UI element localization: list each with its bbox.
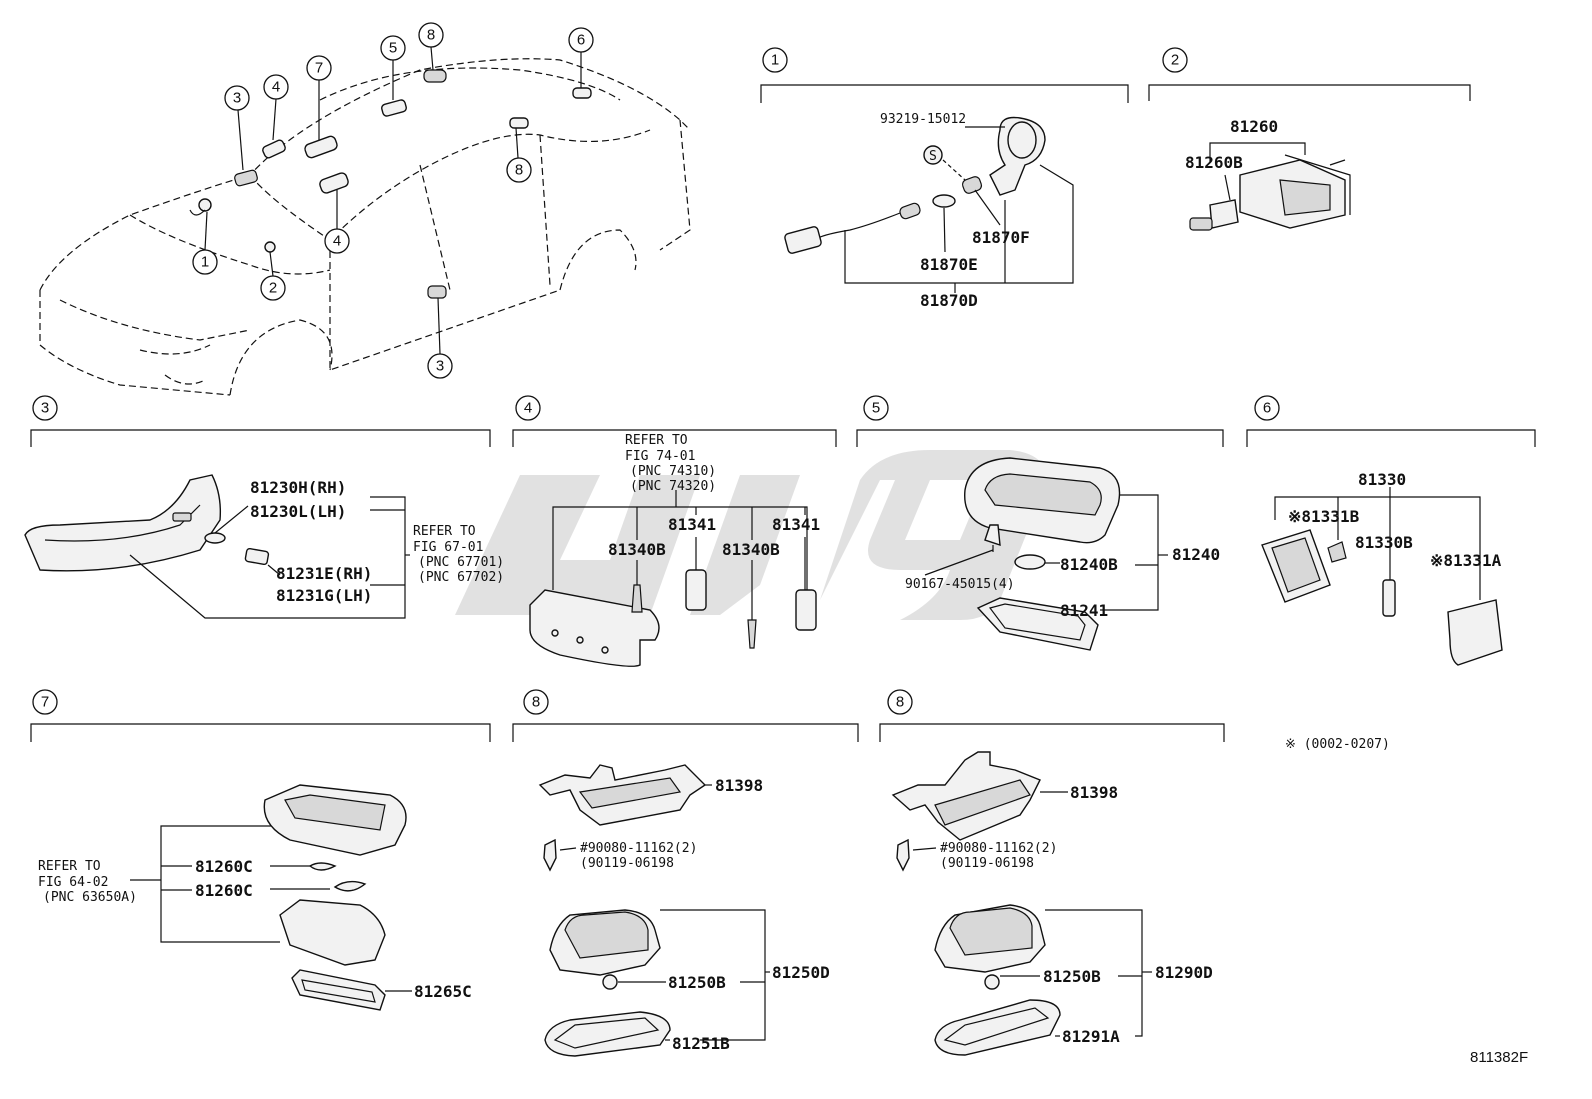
svg-text:81251B: 81251B: [672, 1034, 730, 1053]
figure-number: 811382F: [1470, 1049, 1528, 1066]
svg-text:81290D: 81290D: [1155, 963, 1213, 982]
svg-text:90167-45015(4): 90167-45015(4): [905, 577, 1015, 592]
car-callout-circles: 3 4 7 5 8 6 1 2 4 8 3: [192, 22, 594, 379]
svg-text:2: 2: [1171, 52, 1179, 69]
svg-text:5: 5: [872, 400, 880, 417]
svg-text:81870D: 81870D: [920, 291, 978, 310]
car-overview: 3 4 7 5 8 6 1 2 4 8 3: [39, 22, 691, 396]
svg-text:93219-15012: 93219-15012: [880, 112, 966, 127]
svg-text:81260C: 81260C: [195, 857, 253, 876]
svg-text:S: S: [929, 149, 937, 164]
svg-text:81398: 81398: [715, 776, 763, 795]
svg-text:81230L(LH): 81230L(LH): [250, 502, 346, 521]
section-8b: 8 81398 #90080-11162(2) (90119-06198 812…: [879, 689, 1225, 1056]
svg-text:81231G(LH): 81231G(LH): [276, 586, 372, 605]
svg-text:81341: 81341: [668, 515, 716, 534]
svg-text:81240B: 81240B: [1060, 555, 1118, 574]
svg-text:6: 6: [1263, 400, 1271, 417]
svg-text:3: 3: [41, 400, 49, 417]
svg-text:81341: 81341: [772, 515, 820, 534]
svg-text:8: 8: [896, 694, 904, 711]
svg-text:4: 4: [333, 233, 341, 250]
svg-text:81870F: 81870F: [972, 228, 1030, 247]
svg-text:6: 6: [577, 32, 585, 49]
svg-text:7: 7: [41, 694, 49, 711]
svg-text:81870E: 81870E: [920, 255, 978, 274]
svg-text:7: 7: [315, 60, 323, 77]
svg-text:1: 1: [201, 254, 209, 271]
svg-text:#90080-11162(2): #90080-11162(2): [940, 841, 1057, 856]
svg-text:(PNC 63650A): (PNC 63650A): [43, 890, 137, 905]
svg-text:4: 4: [524, 400, 532, 417]
svg-text:81250B: 81250B: [668, 973, 726, 992]
svg-text:8: 8: [427, 27, 435, 44]
svg-text:3: 3: [233, 90, 241, 107]
svg-text:REFER TO: REFER TO: [38, 859, 101, 874]
section-7: 7 REFER TO FIG 64-02 (PNC 63650A) 81260C…: [30, 689, 491, 1011]
svg-text:※81331B: ※81331B: [1288, 507, 1360, 526]
date-range-note: ※ (0002-0207): [1285, 737, 1390, 752]
section-1: 1 S 93219-15012 81870F 81870E 81870D: [760, 47, 1129, 310]
svg-text:81260: 81260: [1230, 117, 1278, 136]
svg-text:FIG 74-01: FIG 74-01: [625, 449, 695, 464]
svg-text:(PNC 74320): (PNC 74320): [630, 479, 716, 494]
svg-text:81250D: 81250D: [772, 963, 830, 982]
svg-text:REFER TO: REFER TO: [413, 524, 476, 539]
svg-text:8: 8: [515, 162, 523, 179]
svg-text:(PNC 67702): (PNC 67702): [418, 570, 504, 585]
section-2: 2 81260 81260B: [1148, 47, 1471, 231]
section-6: 6 81330 ※81331B 81330B ※81331A: [1246, 395, 1536, 666]
svg-text:※81331A: ※81331A: [1430, 551, 1502, 570]
section-3: 3 81230H(RH) 81230L(LH) 81231E(RH) 81231…: [24, 395, 504, 619]
svg-text:81240: 81240: [1172, 545, 1220, 564]
section-8a: 8 81398 #90080-11162(2) (90119-06198 812…: [512, 689, 859, 1057]
svg-text:#90080-11162(2): #90080-11162(2): [580, 841, 697, 856]
svg-text:REFER TO: REFER TO: [625, 433, 688, 448]
svg-text:81230H(RH): 81230H(RH): [250, 478, 346, 497]
section-5: 5 81240B 81240 81241 90167-45015(4): [856, 395, 1224, 651]
svg-text:81340B: 81340B: [608, 540, 666, 559]
svg-text:5: 5: [389, 40, 397, 57]
svg-text:(PNC 67701): (PNC 67701): [418, 555, 504, 570]
svg-text:81265C: 81265C: [414, 982, 472, 1001]
svg-text:FIG 64-02: FIG 64-02: [38, 875, 108, 890]
svg-text:1: 1: [771, 52, 779, 69]
svg-text:81231E(RH): 81231E(RH): [276, 564, 372, 583]
svg-text:(PNC 74310): (PNC 74310): [630, 464, 716, 479]
svg-text:4: 4: [272, 79, 280, 96]
svg-text:81330B: 81330B: [1355, 533, 1413, 552]
svg-text:81291A: 81291A: [1062, 1027, 1120, 1046]
svg-text:(90119-06198: (90119-06198: [580, 856, 674, 871]
svg-text:81260B: 81260B: [1185, 153, 1243, 172]
section-4: 4 REFER TO FIG 74-01 (PNC 74310) (PNC 74…: [512, 395, 837, 667]
svg-text:2: 2: [269, 280, 277, 297]
svg-text:(90119-06198: (90119-06198: [940, 856, 1034, 871]
svg-text:81330: 81330: [1358, 470, 1406, 489]
svg-text:81250B: 81250B: [1043, 967, 1101, 986]
svg-text:81260C: 81260C: [195, 881, 253, 900]
svg-text:81241: 81241: [1060, 601, 1108, 620]
svg-text:8: 8: [532, 694, 540, 711]
svg-text:81398: 81398: [1070, 783, 1118, 802]
svg-text:81340B: 81340B: [722, 540, 780, 559]
svg-text:FIG 67-01: FIG 67-01: [413, 540, 483, 555]
svg-text:3: 3: [436, 358, 444, 375]
